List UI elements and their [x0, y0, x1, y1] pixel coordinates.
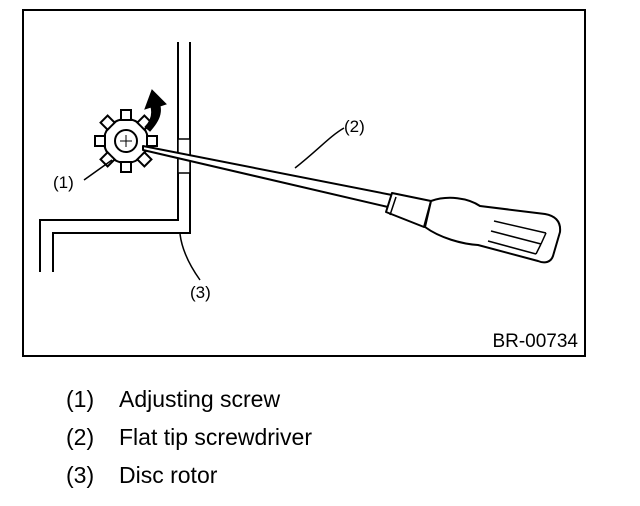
callout-2: (2): [344, 117, 365, 136]
legend-number: (1): [66, 386, 95, 412]
legend-label: Adjusting screw: [119, 386, 281, 412]
legend-item: (3) Disc rotor: [66, 456, 312, 494]
legend-item: (1) Adjusting screw: [66, 380, 312, 418]
leader-lines: [83, 127, 345, 281]
legend-number: (2): [66, 424, 95, 450]
figure-frame: [22, 9, 586, 357]
callout-3: (3): [190, 283, 211, 302]
adjusting-screw: [94, 109, 158, 173]
diagram-illustration: (1) (2) (3) BR-00734: [22, 9, 586, 357]
curved-arrow-up-icon: [144, 89, 167, 132]
legend-label: Flat tip screwdriver: [119, 424, 312, 450]
legend-item: (2) Flat tip screwdriver: [66, 418, 312, 456]
legend-list: (1) Adjusting screw (2) Flat tip screwdriv…: [66, 380, 312, 494]
legend-number: (3): [66, 462, 95, 488]
legend-label: Disc rotor: [119, 462, 218, 488]
figure-code: BR-00734: [492, 331, 578, 352]
callout-1: (1): [53, 173, 74, 192]
flat-tip-screwdriver: [142, 145, 562, 264]
